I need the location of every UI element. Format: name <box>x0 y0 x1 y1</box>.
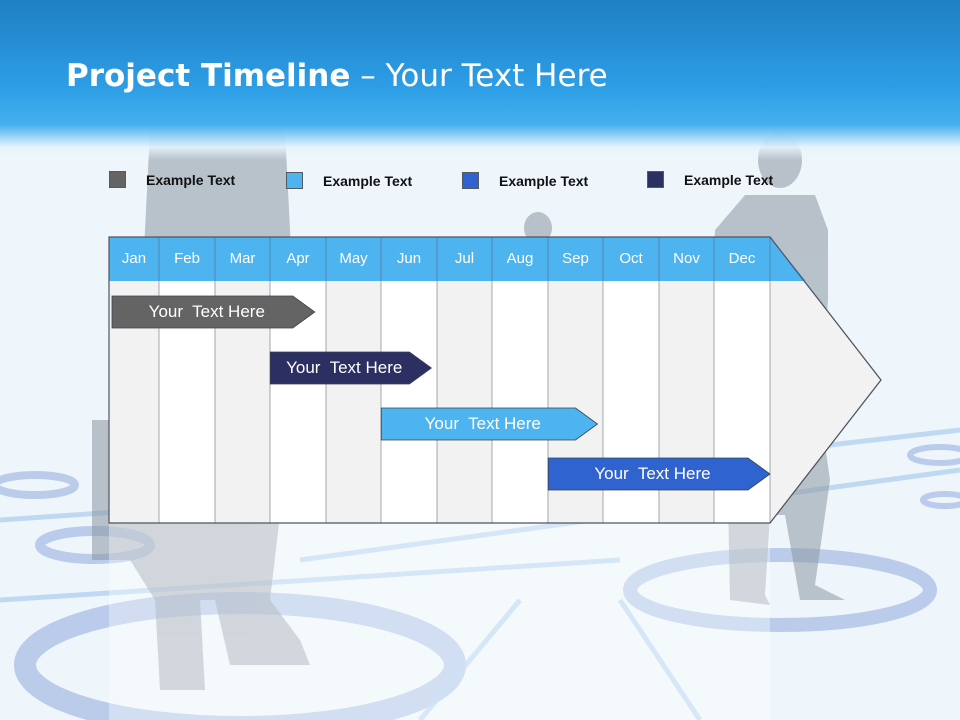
task-bar <box>380 407 599 441</box>
legend-swatch <box>647 171 664 188</box>
legend-label: Example Text <box>323 173 413 189</box>
timeline-outline <box>108 236 882 524</box>
month-label: May <box>339 250 368 267</box>
network-ring <box>920 491 960 509</box>
network-line <box>617 598 703 720</box>
month-label: Aug <box>506 250 534 267</box>
month-label: Mar <box>229 250 256 267</box>
task-bar <box>269 351 433 385</box>
month-label: Sep <box>562 250 589 267</box>
network-ring <box>907 444 960 466</box>
month-label: Jul <box>454 250 475 267</box>
legend-label: Example Text <box>499 173 589 189</box>
header-band <box>0 0 960 160</box>
task-bar-label: Your Text Here <box>148 302 265 321</box>
network-line <box>0 557 621 603</box>
task-bar-label: Your Text Here <box>594 464 711 483</box>
page-title: Project Timeline – Your Text Here <box>66 58 608 94</box>
task-bar <box>111 295 316 329</box>
month-header-band <box>109 237 770 281</box>
month-label: Apr <box>286 250 310 267</box>
month-label: Feb <box>174 250 200 267</box>
month-column <box>326 281 381 523</box>
network-ring <box>623 548 937 632</box>
month-label: Oct <box>619 250 643 267</box>
task-bar <box>547 457 771 491</box>
network-line <box>418 598 522 720</box>
legend-swatch <box>462 172 479 189</box>
person-head <box>524 212 552 244</box>
month-column <box>381 281 437 523</box>
timeline-reflection <box>109 523 770 720</box>
month-label: Jun <box>396 250 422 267</box>
title-rest: – Your Text Here <box>350 58 608 94</box>
title-bold: Project Timeline <box>66 58 351 94</box>
month-label: Jan <box>121 250 147 267</box>
month-column <box>437 281 492 523</box>
legend-label: Example Text <box>146 172 236 188</box>
legend-swatch <box>286 172 303 189</box>
month-label: Nov <box>673 250 700 267</box>
month-column <box>492 281 548 523</box>
legend-swatch <box>109 171 126 188</box>
task-bar-label: Your Text Here <box>424 414 541 433</box>
legend-label: Example Text <box>684 172 774 188</box>
network-ring <box>0 471 79 499</box>
month-label: Dec <box>728 250 756 267</box>
task-bar-label: Your Text Here <box>286 358 403 377</box>
